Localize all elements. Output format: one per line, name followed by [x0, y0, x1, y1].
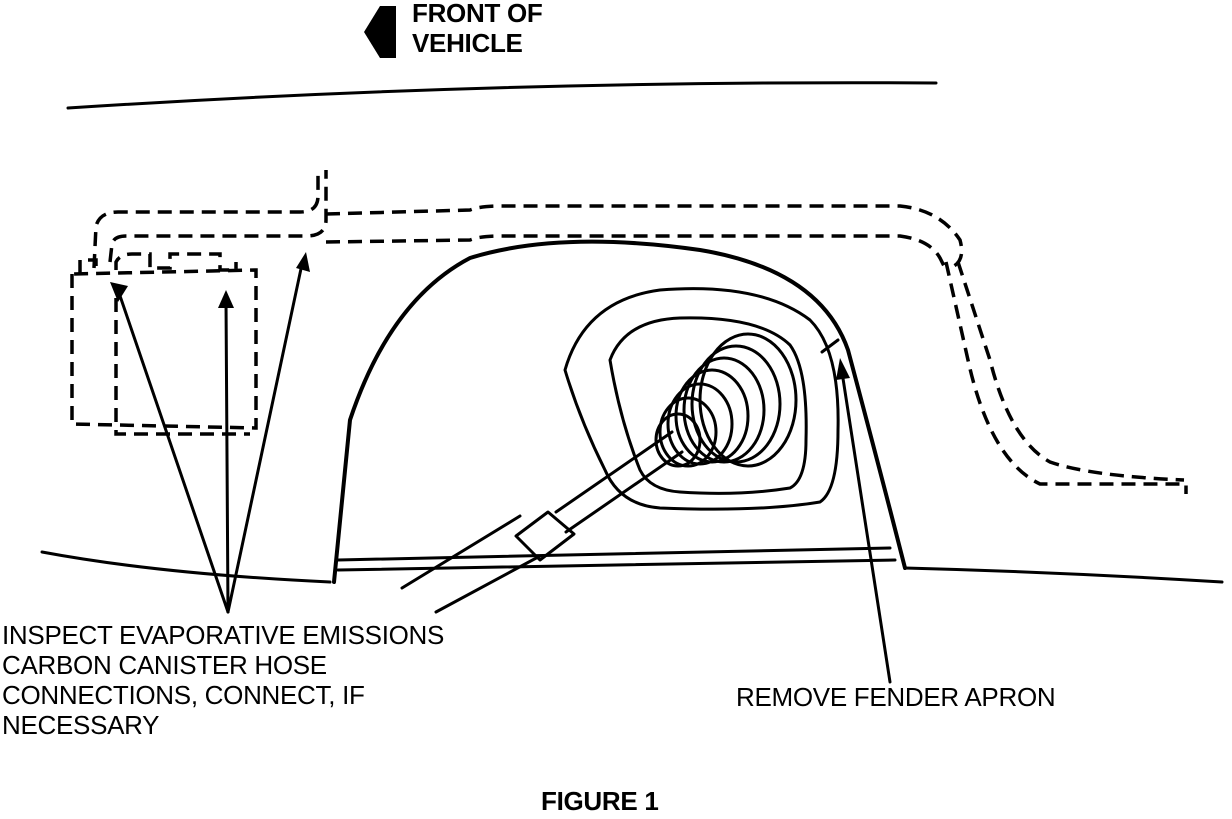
underbody-rail-lower: [336, 558, 897, 572]
apron-tick: [820, 338, 840, 354]
canister-callout-line4: NECESSARY: [2, 710, 159, 740]
pulley-stack: [654, 332, 798, 468]
wheel-well-opening: [332, 239, 907, 584]
canister-callout-line1: INSPECT EVAPORATIVE EMISSIONS: [2, 620, 444, 650]
carbon-canister: [70, 252, 258, 436]
canister-callout-text: INSPECT EVAPORATIVE EMISSIONS CARBON CAN…: [2, 620, 444, 740]
direction-label-line2: VEHICLE: [412, 28, 523, 58]
vehicle-rocker-line: [903, 566, 1224, 584]
figure-caption: FIGURE 1: [541, 786, 659, 814]
extension-tool: [400, 430, 684, 614]
front-of-vehicle-indicator: FRONT OF VEHICLE: [364, 0, 543, 58]
vehicle-top-line: [66, 81, 938, 110]
canister-callout-line3: CONNECTIONS, CONNECT, IF: [2, 680, 365, 710]
fender-apron-inner: [608, 316, 808, 495]
vehicle-body-line: [40, 550, 332, 584]
left-arrow-icon: [364, 6, 396, 58]
fender-apron-outline: [563, 287, 840, 511]
apron-callout-text: REMOVE FENDER APRON: [736, 682, 1055, 712]
canister-callout-arrows: [110, 252, 310, 614]
apron-callout-arrow: [836, 358, 892, 684]
underbody-rail: [336, 546, 892, 562]
direction-label-line1: FRONT OF: [412, 0, 542, 28]
evap-hose-routing: [92, 170, 1188, 494]
canister-callout-line2: CARBON CANISTER HOSE: [2, 650, 327, 680]
